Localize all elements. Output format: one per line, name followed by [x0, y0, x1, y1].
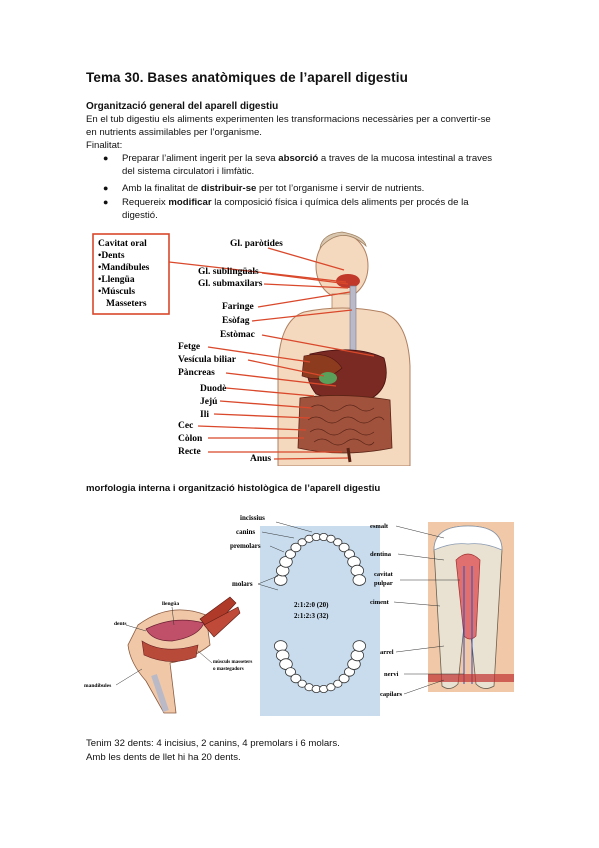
pointer-line: [261, 272, 349, 285]
bullet-dot-icon: ●: [103, 183, 109, 193]
label-incisius: incissius: [240, 514, 265, 522]
tooth-shape: [326, 534, 336, 543]
tooth-shape: [297, 679, 307, 688]
box-line: •Llengüa: [98, 275, 135, 285]
section-heading-general: Organització general del aparell digesti…: [86, 101, 279, 112]
dental-formula-milk: 2:1:2:0 (20): [294, 601, 329, 609]
digestive-system-figure: Cavitat oral •Dents •Mandíbules •Llengüa…: [92, 231, 411, 466]
pointer-line: [257, 291, 351, 308]
label-parotides: Gl. paròtides: [230, 239, 283, 249]
label-muscles: músculs masseters: [213, 660, 252, 665]
label-colon: Còlon: [178, 434, 203, 444]
tooth-shape: [273, 640, 288, 652]
pointer-line: [263, 283, 349, 289]
arch-background: [260, 526, 380, 716]
label-cec: Cec: [178, 421, 193, 431]
tooth-shape: [333, 538, 343, 547]
box-line: •Músculs: [98, 287, 135, 297]
human-body-illustration: [277, 231, 411, 466]
intro-line-1: En el tub digestiu els aliments experime…: [86, 114, 491, 125]
milk-teeth-line: Amb les dents de llet hi ha 20 dents.: [86, 752, 241, 763]
pointer-line: [213, 413, 311, 419]
label-recte: Recte: [178, 447, 201, 457]
label-fetge: Fetge: [178, 342, 200, 352]
label-premolars: premolars: [230, 542, 261, 550]
label-esofag: Esòfag: [222, 316, 250, 326]
label-sublinguals: Gl. sublingüals: [198, 267, 259, 277]
tooth-shape: [290, 542, 302, 553]
oral-cavity-box: [92, 233, 170, 315]
tooth-section-figure: esmalt dentina cavitat pulpar ciment arr…: [370, 522, 514, 698]
label-canins: canins: [236, 528, 255, 536]
box-line: Cavitat oral: [98, 239, 147, 249]
label-faringe: Faringe: [222, 302, 254, 312]
label-muscles-2: o mastegadors: [213, 667, 244, 672]
tooth-label: nervi: [384, 671, 399, 678]
tooth-shape: [326, 683, 336, 692]
label-anus: Anus: [250, 454, 271, 464]
tooth-shape: [297, 538, 307, 547]
enamel-layer: [433, 525, 503, 551]
tooth-shape: [338, 542, 350, 553]
pointer-line: [251, 309, 353, 322]
tooth-label: ciment: [370, 599, 390, 606]
lower-arch-teeth: [273, 640, 367, 693]
label-jeju: Jejú: [200, 397, 218, 407]
mouth-section-figure: dents llengüa músculs masseters o masteg…: [84, 596, 252, 714]
box-line: Masseters: [106, 299, 147, 309]
pointer-line: [247, 359, 325, 377]
bullet-dot-icon: ●: [103, 197, 109, 207]
pointer-line: [225, 372, 337, 387]
label-llengua: llengüa: [162, 601, 179, 607]
page-title: Tema 30. Bases anatòmiques de l’aparell …: [86, 70, 408, 85]
tooth-shape: [285, 549, 296, 559]
dental-formula-adult: 2:1:2:3 (32): [294, 612, 329, 620]
label-dents: dents: [114, 621, 127, 627]
tooth-label: dentina: [370, 551, 392, 558]
tooth-label: esmalt: [370, 523, 389, 530]
dental-arch-figure: incissius canins premolars molars 2:1:2:…: [230, 514, 380, 716]
tooth-shape: [290, 673, 302, 684]
box-line: •Dents: [98, 251, 125, 261]
pointer-line: [225, 387, 315, 397]
tooth-shape: [352, 640, 367, 652]
pointer-line: [197, 425, 307, 431]
pulp-cavity: [455, 553, 481, 640]
pointer-line: [261, 334, 375, 357]
section-heading-morfologia: morfologia interna i organització histol…: [86, 483, 381, 494]
tooth-label: capilars: [380, 691, 402, 698]
label-submaxilars: Gl. submaxilars: [198, 279, 263, 289]
label-vesicula: Vesícula biliar: [178, 355, 237, 365]
tooth-shape: [352, 574, 367, 586]
pointer-line: [168, 261, 347, 283]
box-line: •Mandíbules: [98, 263, 150, 273]
tooth-label: arrel: [380, 649, 394, 656]
intro-line-2: en nutrients assimilables per l’organism…: [86, 127, 262, 138]
tongue-illustration: [145, 619, 205, 642]
pointer-line: [219, 400, 313, 409]
tooth-shape: [285, 667, 296, 677]
bullet-dot-icon: ●: [103, 153, 109, 163]
tooth-shape: [333, 679, 343, 688]
upper-arch-teeth: [273, 532, 367, 586]
tooth-shape: [338, 673, 350, 684]
label-estomac: Estòmac: [220, 330, 255, 340]
label-ili: Ili: [200, 410, 209, 420]
label-mandibules: mandíbules: [84, 683, 111, 689]
pointer-line: [207, 346, 311, 363]
pointer-line: [267, 247, 345, 271]
pointer-line: [273, 457, 349, 460]
tooth-shape: [350, 649, 365, 662]
label-pancreas: Pàncreas: [178, 368, 215, 378]
label-duode: Duodè: [200, 384, 226, 394]
tooth-label: pulpar: [374, 580, 393, 587]
tooth-shape: [273, 574, 288, 586]
tooth-shape: [350, 564, 365, 577]
tooth-label: cavitat: [374, 571, 394, 578]
finalitat-label: Finalitat:: [86, 140, 123, 151]
teeth-count-line: Tenim 32 dents: 4 incisius, 2 canins, 4 …: [86, 738, 340, 749]
label-molars: molars: [232, 580, 253, 588]
